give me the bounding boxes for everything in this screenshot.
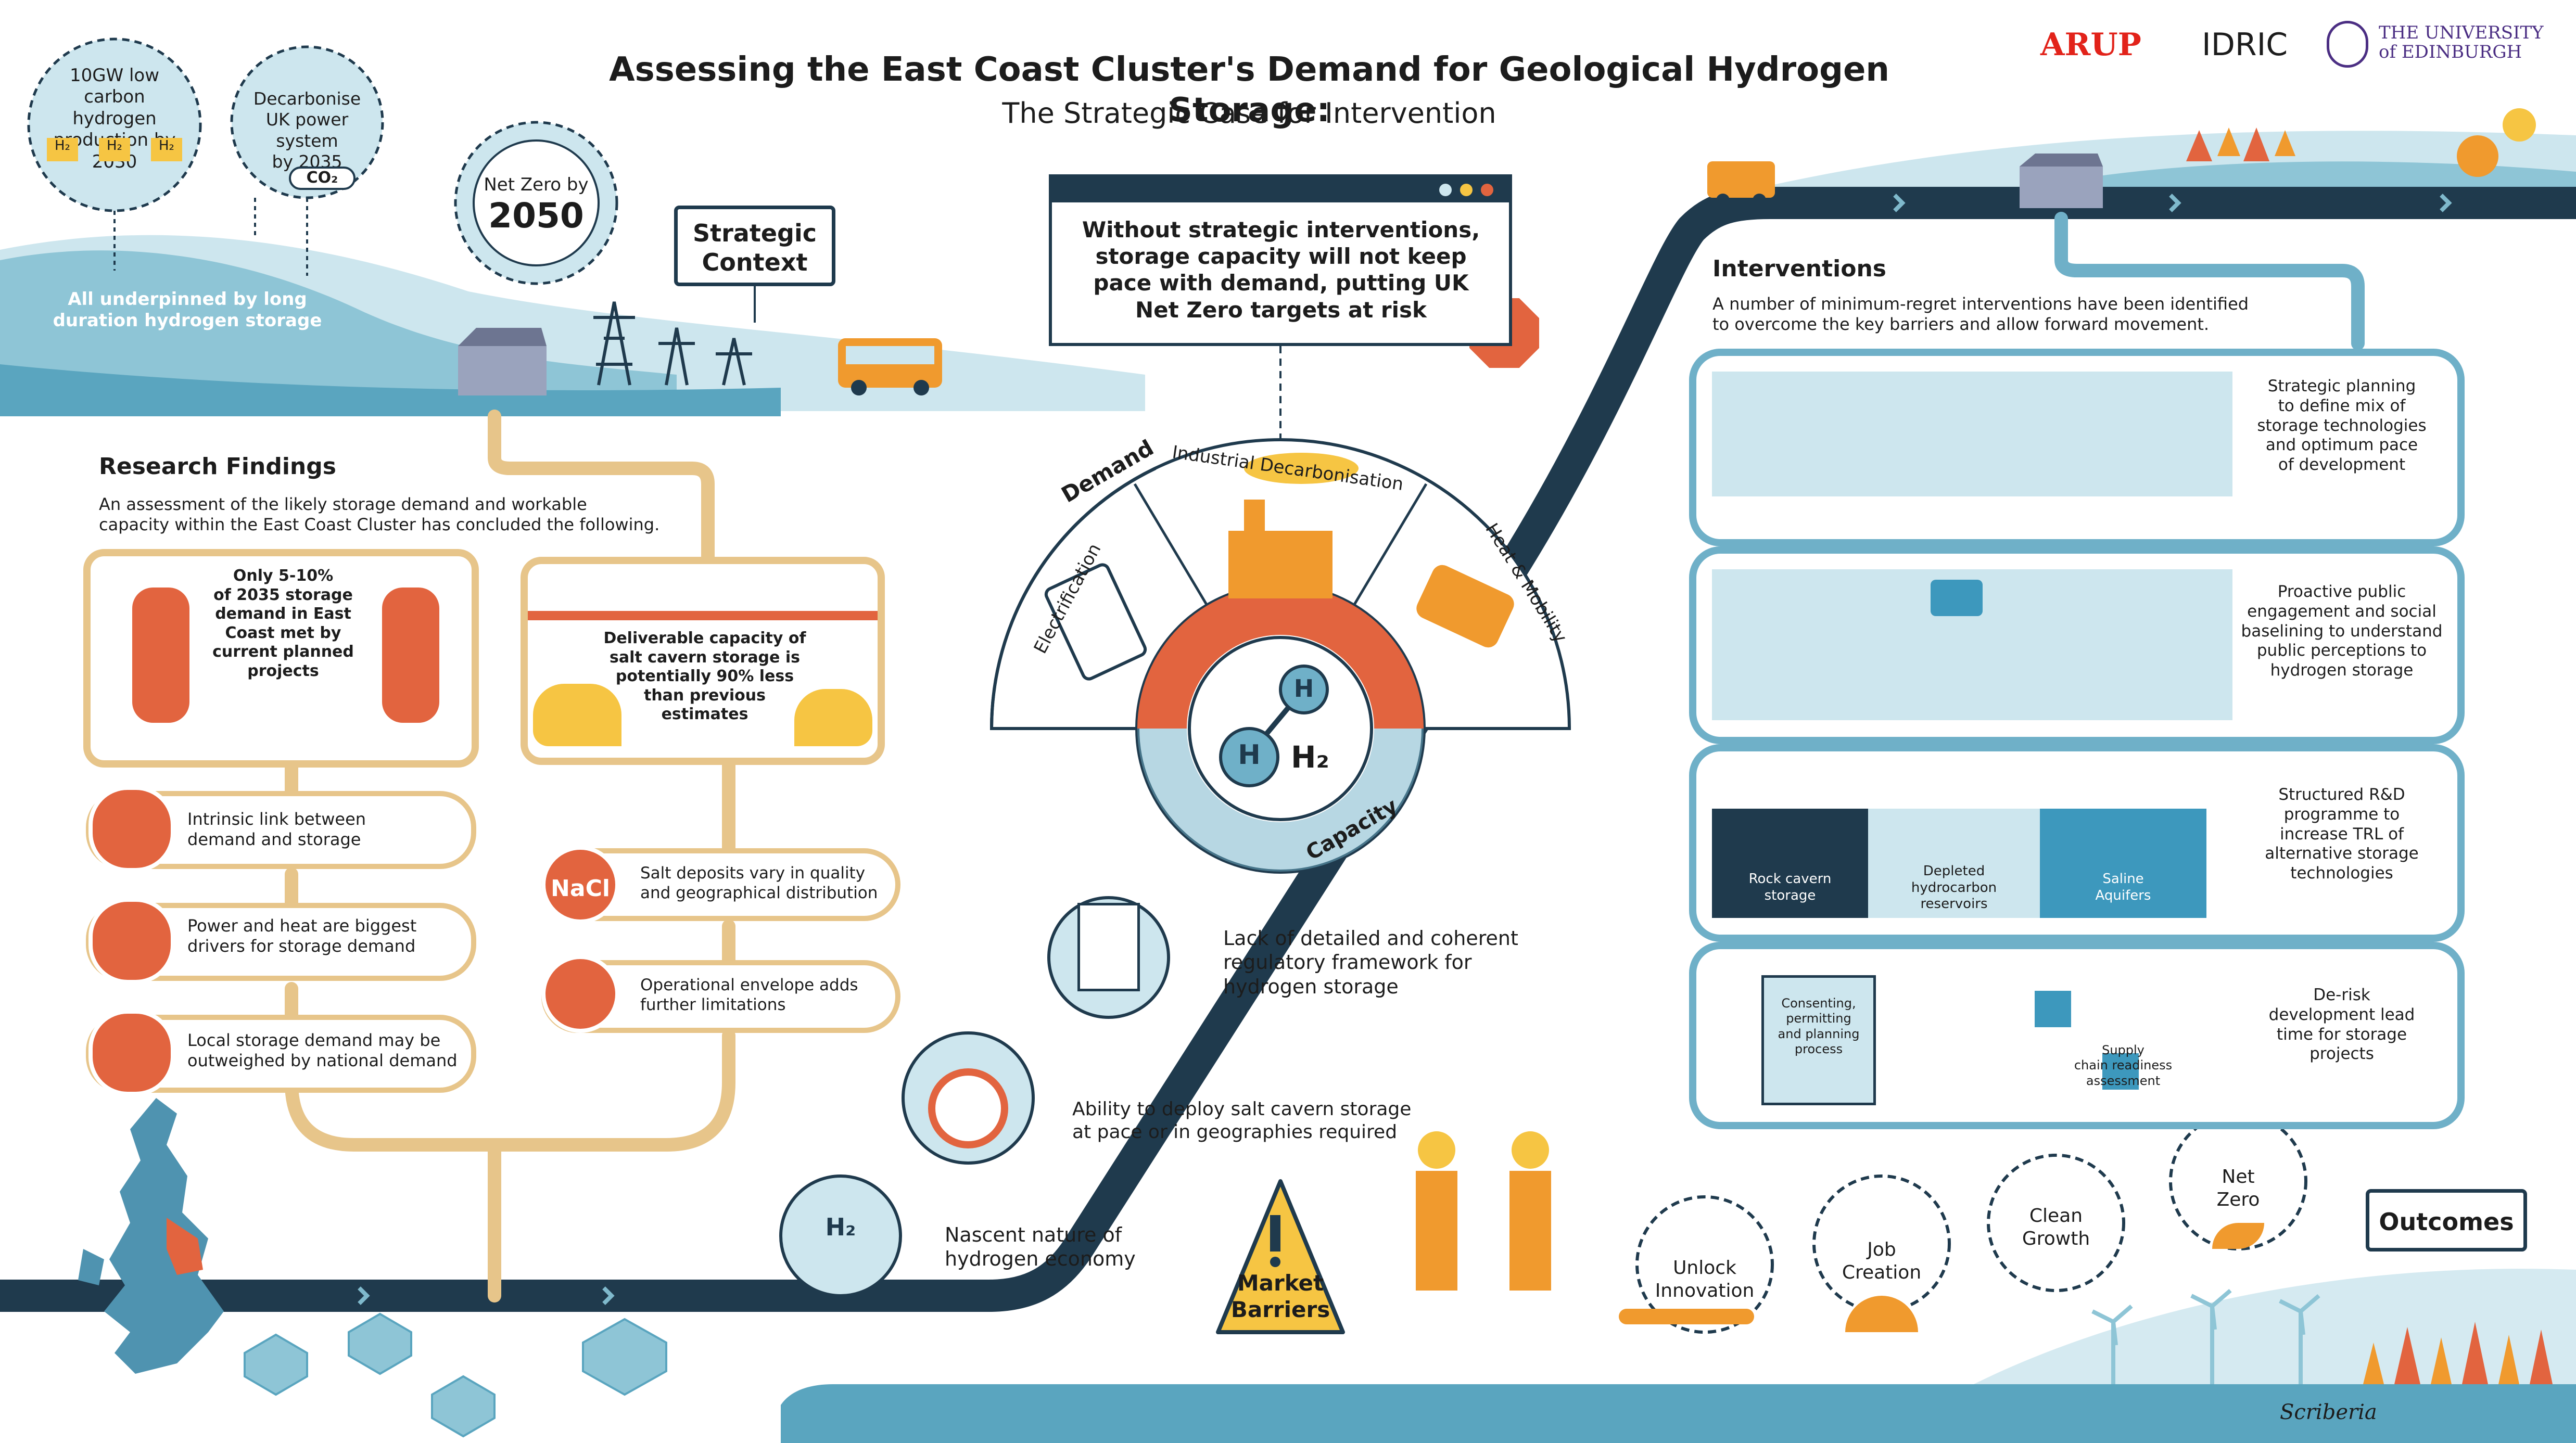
- interventions-intro: A number of minimum-regret interventions…: [1712, 294, 2249, 335]
- gas-cylinder-arrow-icon: [382, 588, 439, 723]
- underpinned-text: All underpinned by long duration hydroge…: [53, 289, 322, 331]
- flame-icon: [88, 898, 175, 984]
- scales-icon: [88, 1010, 175, 1096]
- edinburgh-logo: THE UNIVERSITY of EDINBURGH: [2379, 22, 2544, 63]
- workers: [1416, 1131, 1551, 1291]
- geo-label-rock: Rock cavern storage: [1748, 871, 1832, 903]
- window-dot: [1439, 184, 1452, 196]
- intervention-text-0: Strategic planning to define mix of stor…: [2257, 377, 2427, 475]
- finding-item-0-text: Intrinsic link between demand and storag…: [187, 809, 366, 850]
- edinburgh-crest-icon: [2327, 21, 2368, 68]
- regulation-document-icon: [1077, 903, 1140, 991]
- scriberia-signature: Scriberia: [2280, 1400, 2377, 1424]
- geo-label-depleted: Depleted hydrocarbon reservoirs: [1911, 863, 1997, 912]
- speech-bubble-icon: [1931, 580, 1983, 616]
- intervention-panel-3: Consenting, permitting and planning proc…: [1689, 942, 2465, 1129]
- outcome-unlock-innovation: Unlock Innovation: [1655, 1257, 1755, 1301]
- intervention-panel-1: Proactive public engagement and social b…: [1689, 546, 2465, 744]
- finding-demand-text: Only 5-10% of 2035 storage demand in Eas…: [212, 567, 354, 680]
- window-dot: [1481, 184, 1493, 196]
- outcome-circles: [1635, 1112, 2307, 1334]
- trees-top-right: [2186, 108, 2536, 177]
- saline-aquifer-icon: [2040, 809, 2206, 918]
- context-bubble-power: Decarbonise UK power system by 2035: [253, 88, 361, 172]
- bus-icon: [838, 338, 942, 395]
- h2-crates-icon: H₂ H₂ H₂: [47, 138, 187, 164]
- warning-window: Without strategic interventions, storage…: [1049, 174, 1512, 346]
- research-intro: An assessment of the likely storage dema…: [99, 494, 660, 535]
- salt-deposit-icon: [533, 684, 621, 746]
- consent-text: Consenting, permitting and planning proc…: [1778, 996, 1860, 1056]
- strategic-context-label: Strategic Context: [674, 206, 835, 286]
- netzero-year: 2050: [488, 196, 584, 236]
- house-icon: [458, 328, 547, 395]
- intervention-text-1: Proactive public engagement and social b…: [2241, 582, 2443, 680]
- link-icon: [88, 786, 175, 872]
- supply-cube-icon: [2035, 991, 2071, 1027]
- intervention-panel-0: Strategic planning to define mix of stor…: [1689, 349, 2465, 546]
- finding-box-demand: Only 5-10% of 2035 storage demand in Eas…: [83, 549, 479, 768]
- van-icon: [1707, 161, 1775, 207]
- magnifier-icon: [541, 955, 619, 1033]
- road: [0, 187, 2576, 1312]
- outcome-job-creation: Job Creation: [1842, 1239, 1922, 1283]
- page-subtitle: The Strategic Case for Intervention: [1002, 97, 1496, 130]
- window-dot: [1460, 184, 1473, 196]
- depleted-reservoir-icon: [1868, 809, 2040, 918]
- window-titlebar: [1052, 177, 1509, 202]
- intervention-panel-2: Rock cavern storage Depleted hydrocarbon…: [1689, 744, 2465, 942]
- nacl-icon: NaCl: [541, 846, 619, 924]
- research-title: Research Findings: [99, 453, 336, 480]
- salt-deposit-icon: [794, 689, 872, 746]
- arup-logo: ARUP: [2040, 27, 2141, 63]
- finding-item-3-text: Salt deposits vary in quality and geogra…: [640, 864, 878, 902]
- interventions-title: Interventions: [1712, 256, 1886, 282]
- finding-item-4-text: Operational envelope adds further limita…: [640, 976, 858, 1014]
- pylons: [593, 301, 752, 386]
- finding-box-capacity: Deliverable capacity of salt cavern stor…: [521, 557, 885, 765]
- h2-label: H₂: [1291, 739, 1329, 775]
- finding-item-2-text: Local storage demand may be outweighed b…: [187, 1030, 458, 1071]
- geo-label-saline: Saline Aquifers: [2095, 871, 2151, 903]
- co2-footprint-icon: CO₂: [289, 167, 356, 190]
- trees-bottom-right: [2363, 1322, 2553, 1384]
- rock-cavern-icon: [1712, 809, 1868, 918]
- market-barriers-label: Market Barriers: [1230, 1270, 1330, 1323]
- h-atom-label: H: [1238, 739, 1261, 771]
- h2-badge-icon: H₂: [825, 1213, 856, 1241]
- warning-text: Without strategic interventions, storage…: [1082, 217, 1480, 323]
- planning-scene-icon: [1712, 372, 2232, 496]
- intervention-text-2: Structured R&D programme to increase TRL…: [2265, 785, 2419, 883]
- barrier-item-0: Lack of detailed and coherent regulatory…: [1223, 927, 1518, 998]
- consent-document-icon: [1761, 975, 1876, 1105]
- supply-text: Supply chain readiness assessment: [2074, 1043, 2173, 1088]
- barrier-item-1: Ability to deploy salt cavern storage at…: [1072, 1099, 1412, 1143]
- finding-capacity-text: Deliverable capacity of salt cavern stor…: [603, 629, 806, 724]
- idric-logo: IDRIC: [2202, 27, 2288, 63]
- gas-cylinder-clock-icon: [132, 588, 189, 723]
- context-bubble-netzero: Net Zero by: [484, 174, 589, 195]
- outcome-clean-growth: Clean Growth: [2022, 1205, 2090, 1249]
- key-icon: [1619, 1309, 1754, 1324]
- outcome-net-zero: Net Zero: [2216, 1166, 2260, 1210]
- page-title: Assessing the East Coast Cluster's Deman…: [609, 50, 1889, 130]
- demand-capacity-fan: [989, 438, 1571, 874]
- intervention-text-3: De-risk development lead time for storag…: [2268, 986, 2415, 1064]
- outcomes-label: Outcomes: [2366, 1189, 2527, 1252]
- h-atom-label: H: [1293, 674, 1314, 703]
- market-barriers-sign: [1216, 1179, 1345, 1334]
- barrier-item-2: Nascent nature of hydrogen economy: [945, 1223, 1136, 1271]
- uk-map-icon: [104, 1098, 224, 1374]
- finding-item-1-text: Power and heat are biggest drivers for s…: [187, 916, 417, 956]
- supply-cube-icon: [2102, 1053, 2139, 1090]
